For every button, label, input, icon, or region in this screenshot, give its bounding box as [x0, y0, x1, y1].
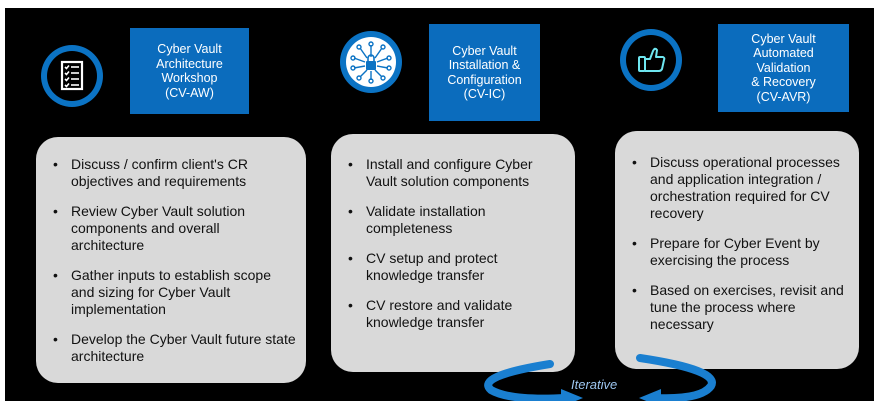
list-item: CV restore and validate knowledge transf…: [348, 297, 565, 331]
title-line: Automated Validation: [753, 46, 814, 75]
thumbs-up-icon: [620, 29, 682, 91]
title-line: Architecture: [156, 56, 223, 71]
checklist-icon: [41, 45, 103, 107]
title-line: Installation &: [448, 58, 521, 72]
list-item: Discuss / confirm client's CR objectives…: [53, 156, 296, 190]
title-line: Cyber Vault: [157, 42, 222, 56]
list-item: Develop the Cyber Vault future state arc…: [53, 331, 296, 365]
title-line: Workshop: [161, 71, 218, 85]
title-line: (CV-AVR): [756, 89, 811, 104]
list-item: Discuss operational processes and applic…: [632, 154, 849, 222]
list-item: CV setup and protect knowledge transfer: [348, 250, 565, 284]
list-item: Validate installation completeness: [348, 203, 565, 237]
card-cv-ic: Install and configure Cyber Vault soluti…: [331, 134, 575, 372]
title-line: Cyber Vault: [452, 43, 517, 58]
network-lock-icon: [340, 31, 402, 93]
list-item: Review Cyber Vault solution components a…: [53, 203, 296, 254]
iterative-label: Iterative: [571, 377, 618, 392]
bullet-list: Discuss operational processes and applic…: [632, 154, 849, 333]
title-box-cv-avr: Cyber Vault Automated Validation & Recov…: [718, 24, 849, 112]
list-item: Gather inputs to establish scope and siz…: [53, 267, 296, 318]
card-cv-avr: Discuss operational processes and applic…: [615, 131, 859, 369]
diagram-canvas: Cyber Vault Architecture Workshop (CV-AW…: [5, 8, 874, 401]
list-item: Prepare for Cyber Event by exercising th…: [632, 235, 849, 269]
list-item: Install and configure Cyber Vault soluti…: [348, 156, 565, 190]
title-line: (CV-IC): [463, 87, 506, 101]
bullet-list: Discuss / confirm client's CR objectives…: [53, 156, 296, 365]
card-cv-aw: Discuss / confirm client's CR objectives…: [36, 137, 306, 383]
title-line: Configuration: [447, 72, 522, 87]
title-box-cv-ic: Cyber Vault Installation & Configuration…: [429, 24, 540, 121]
list-item: Based on exercises, revisit and tune the…: [632, 282, 849, 333]
title-box-cv-aw: Cyber Vault Architecture Workshop (CV-AW…: [130, 28, 249, 114]
title-line: Cyber Vault: [751, 31, 816, 46]
title-line: (CV-AW): [165, 85, 214, 100]
bullet-list: Install and configure Cyber Vault soluti…: [348, 156, 565, 331]
title-line: & Recovery: [751, 75, 816, 90]
